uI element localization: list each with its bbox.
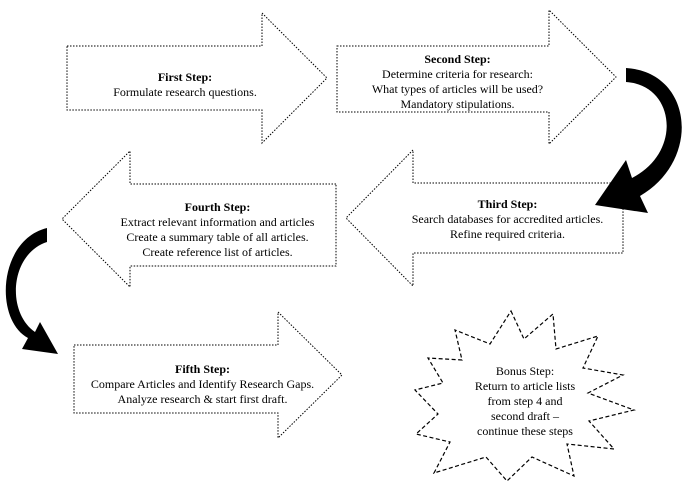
step-4-line-1: Extract relevant information and article… bbox=[120, 215, 315, 229]
step-2-text: Second Step: Determine criteria for rese… bbox=[345, 52, 570, 112]
step-5-arrow bbox=[73, 310, 343, 440]
step-3-title: Third Step: bbox=[477, 197, 538, 211]
bonus-starburst bbox=[413, 309, 637, 482]
step-4-line-2: Create a summary table of all articles. bbox=[126, 230, 309, 244]
step-1-arrow bbox=[66, 11, 328, 145]
step-2-line-3: Mandatory stipulations. bbox=[400, 97, 515, 111]
bonus-line-2: Return to article lists bbox=[474, 379, 576, 393]
step-5-line-1: Compare Articles and Identify Research G… bbox=[90, 377, 315, 391]
curved-connector-2-to-3 bbox=[595, 68, 682, 213]
step-4-line-3: Create reference list of articles. bbox=[142, 245, 293, 259]
step-1-line-1: Formulate research questions. bbox=[113, 85, 257, 99]
step-2-arrow bbox=[336, 8, 617, 146]
bonus-line-1: Bonus Step: bbox=[495, 364, 555, 378]
step-5-line-2: Analyze research & start first draft. bbox=[117, 392, 288, 406]
step-2-line-1: Determine criteria for research: bbox=[382, 67, 533, 81]
step-5-text: Fifth Step: Compare Articles and Identif… bbox=[80, 362, 325, 407]
curved-connector-4-to-5 bbox=[5, 228, 58, 354]
step-2-title: Second Step: bbox=[424, 52, 491, 66]
step-3-line-2: Refine required criteria. bbox=[450, 227, 565, 241]
step-4-title: Fourth Step: bbox=[184, 200, 251, 214]
step-3-arrow bbox=[345, 148, 624, 288]
step-4-arrow bbox=[61, 149, 337, 289]
bonus-line-3: from step 4 and bbox=[487, 394, 563, 408]
step-3-text: Third Step: Search databases for accredi… bbox=[400, 197, 615, 242]
step-3-line-1: Search databases for accredited articles… bbox=[411, 212, 604, 226]
step-4-text: Fourth Step: Extract relevant informatio… bbox=[100, 200, 335, 260]
step-1-title: First Step: bbox=[157, 70, 213, 84]
step-2-line-2: What types of articles will be used? bbox=[371, 82, 544, 96]
bonus-step-text: Bonus Step: Return to article lists from… bbox=[460, 364, 590, 439]
bonus-line-4: second draft – bbox=[491, 409, 559, 423]
bonus-line-5: continue these steps bbox=[477, 424, 573, 438]
step-5-title: Fifth Step: bbox=[175, 362, 230, 376]
step-1-text: First Step: Formulate research questions… bbox=[85, 70, 285, 100]
